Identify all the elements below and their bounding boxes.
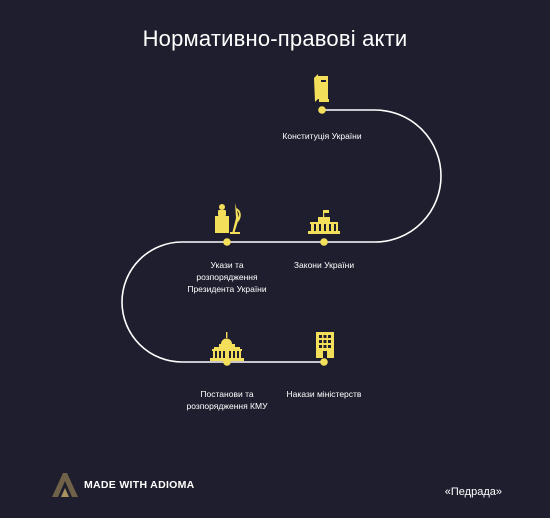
- source-credit: «Педрада»: [444, 486, 502, 498]
- node-label-laws: Закони України: [274, 259, 374, 271]
- parliament-building-icon: [308, 210, 340, 234]
- label-line: Постанови та: [200, 389, 254, 399]
- label-line: Президента України: [187, 284, 267, 294]
- adioma-logo: MADE WITH ADIOMA: [50, 472, 195, 498]
- node-label-constitution: Конституція України: [272, 130, 372, 142]
- node-label-resolutions: Постанови та розпорядження КМУ: [172, 388, 282, 412]
- adioma-logo-icon: [52, 473, 78, 497]
- adioma-logo-text: MADE WITH ADIOMA: [84, 479, 195, 491]
- node-label-orders: Накази міністерств: [274, 388, 374, 400]
- node-label-decrees: Укази та розпорядження Президента Україн…: [172, 259, 282, 295]
- label-line: розпорядження КМУ: [186, 401, 268, 411]
- page-title: Нормативно-правові акти: [142, 26, 408, 51]
- label-line: Накази міністерств: [286, 389, 362, 399]
- node-dot-laws: [320, 238, 328, 246]
- label-line: Конституція України: [282, 131, 362, 141]
- connector-path: [121, 109, 442, 363]
- label-line: Закони України: [293, 260, 355, 270]
- government-building-icon: [210, 332, 244, 361]
- president-podium-icon: [215, 203, 241, 234]
- book-icon: [314, 74, 329, 102]
- node-dot-constitution: [318, 106, 326, 114]
- node-dot-orders: [320, 358, 328, 366]
- office-building-icon: [316, 332, 334, 358]
- node-dot-decrees: [223, 238, 231, 246]
- label-line: Укази та: [210, 260, 244, 270]
- label-line: розпорядження: [196, 272, 258, 282]
